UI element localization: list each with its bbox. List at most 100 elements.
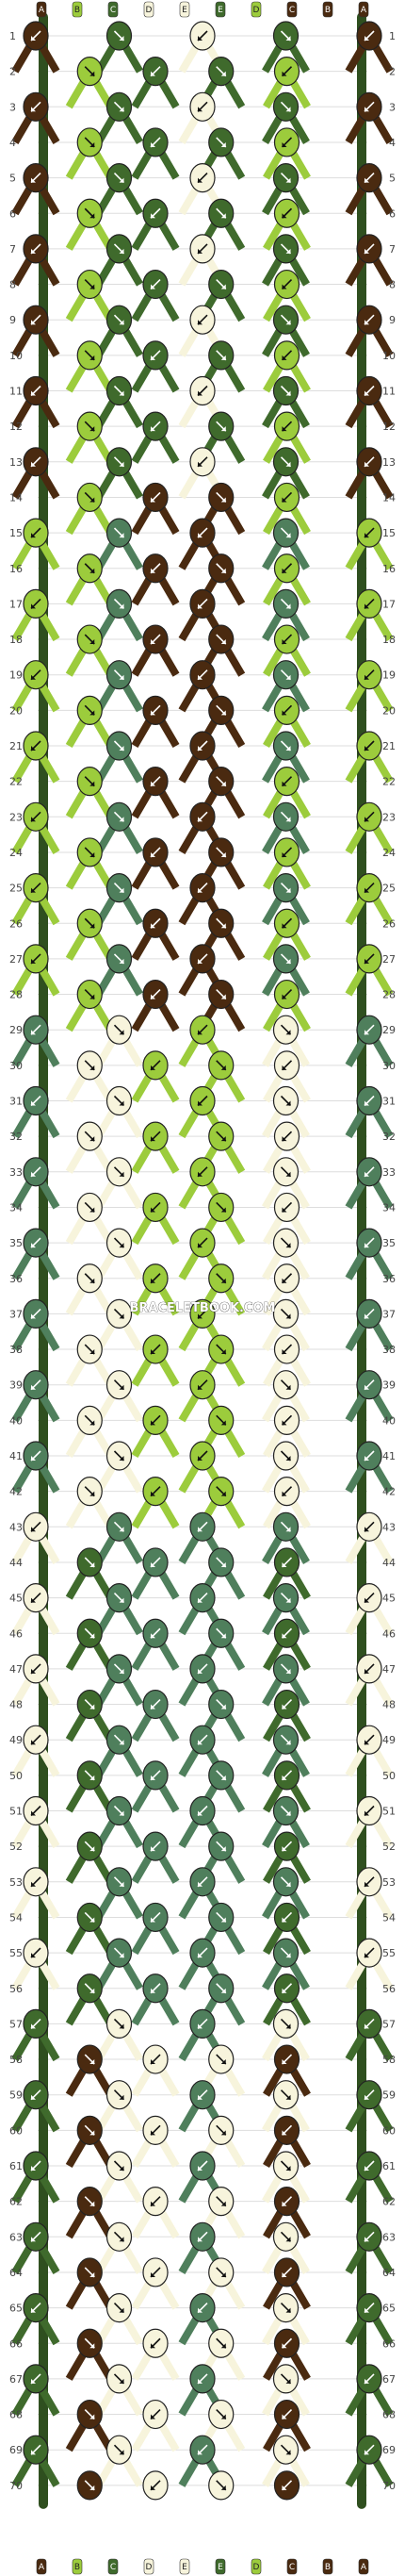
arrow-head-icon bbox=[119, 1881, 124, 1887]
arrow-head-icon bbox=[285, 1527, 291, 1532]
arrow-head-icon bbox=[220, 1633, 226, 1639]
knot bbox=[142, 908, 169, 938]
knot bbox=[272, 801, 300, 832]
row-number-left: 39 bbox=[9, 1379, 23, 1392]
knot bbox=[142, 1334, 169, 1364]
arrow-head-icon bbox=[220, 1349, 226, 1355]
knot bbox=[76, 1477, 103, 1507]
arrow-head-icon bbox=[198, 674, 202, 680]
knot bbox=[142, 979, 169, 1010]
knot bbox=[272, 944, 300, 974]
column-label: D bbox=[146, 2563, 153, 2572]
arrow-head-icon bbox=[31, 1100, 36, 1106]
knot bbox=[105, 21, 133, 51]
arrow-head-icon bbox=[151, 1775, 155, 1780]
knot bbox=[142, 1618, 169, 1648]
knot bbox=[105, 1370, 133, 1400]
arrow-head-icon bbox=[220, 1917, 226, 1923]
arrow-head-icon bbox=[31, 746, 36, 751]
knot bbox=[356, 375, 382, 406]
knot bbox=[272, 1511, 300, 1542]
arrow-head-icon bbox=[151, 994, 155, 999]
knot bbox=[272, 1795, 300, 1826]
row-number-right: 6 bbox=[389, 207, 396, 220]
knot bbox=[105, 1725, 133, 1755]
column-swatch bbox=[179, 1, 190, 18]
knot bbox=[273, 2470, 300, 2501]
knot bbox=[105, 2008, 133, 2039]
knot bbox=[208, 1477, 235, 1507]
arrow-head-icon bbox=[31, 177, 36, 183]
knot bbox=[208, 1760, 235, 1791]
knot bbox=[273, 1405, 300, 1435]
arrow-head-icon bbox=[198, 320, 202, 325]
knot bbox=[356, 2435, 382, 2465]
knot bbox=[208, 1334, 235, 1364]
arrow-head-icon bbox=[89, 1491, 95, 1496]
row-number-right: 48 bbox=[382, 1699, 396, 1711]
knot bbox=[105, 2364, 133, 2394]
knot bbox=[23, 2364, 49, 2394]
arrow-head-icon bbox=[151, 710, 155, 716]
arrow-head-icon bbox=[282, 1136, 287, 1142]
arrow-head-icon bbox=[89, 1349, 95, 1355]
knot bbox=[142, 2470, 169, 2501]
knot bbox=[356, 1867, 382, 1897]
row-number-left: 6 bbox=[9, 207, 16, 220]
arrow-head-icon bbox=[282, 2201, 287, 2206]
arrow-head-icon bbox=[364, 533, 369, 538]
knot bbox=[23, 944, 49, 974]
arrow-head-icon bbox=[220, 568, 226, 573]
row-number-right: 8 bbox=[389, 279, 396, 291]
arrow-head-icon bbox=[220, 2271, 226, 2277]
row-number-left: 65 bbox=[9, 2303, 23, 2315]
arrow-head-icon bbox=[89, 1917, 95, 1923]
knot bbox=[23, 1511, 49, 1542]
arrow-head-icon bbox=[119, 603, 124, 609]
row-number-left: 52 bbox=[9, 1841, 23, 1853]
row-number-right: 15 bbox=[382, 527, 396, 539]
knot bbox=[272, 1725, 300, 1755]
arrow-head-icon bbox=[282, 426, 287, 432]
arrow-head-icon bbox=[89, 284, 95, 289]
row-numbers-left: 1234567891011121314151617181920212223242… bbox=[9, 30, 23, 2492]
arrow-head-icon bbox=[31, 390, 36, 396]
arrow-head-icon bbox=[119, 248, 124, 254]
row-number-right: 58 bbox=[382, 2054, 396, 2066]
arrow-head-icon bbox=[364, 36, 369, 41]
arrow-head-icon bbox=[198, 107, 202, 112]
arrow-head-icon bbox=[151, 2201, 155, 2206]
row-number-right: 13 bbox=[382, 456, 396, 469]
row-number-right: 56 bbox=[382, 1983, 396, 1995]
knot bbox=[208, 1618, 235, 1648]
row-number-right: 40 bbox=[382, 1414, 396, 1427]
knot bbox=[105, 1015, 133, 1045]
arrow-head-icon bbox=[282, 1349, 287, 1355]
arrow-head-icon bbox=[89, 2130, 95, 2136]
row-number-left: 51 bbox=[9, 1806, 23, 1818]
column-swatch bbox=[215, 2558, 226, 2575]
arrow-head-icon bbox=[89, 213, 95, 219]
arrow-head-icon bbox=[285, 746, 291, 751]
knot bbox=[208, 1050, 235, 1081]
knot bbox=[23, 2435, 49, 2465]
row-number-right: 69 bbox=[382, 2444, 396, 2456]
arrow-head-icon bbox=[364, 1527, 369, 1532]
knot bbox=[208, 837, 235, 867]
arrow-head-icon bbox=[364, 1313, 369, 1319]
arrow-head-icon bbox=[89, 1561, 95, 1567]
knot bbox=[76, 1689, 103, 1720]
arrow-head-icon bbox=[282, 1988, 287, 1993]
row-number-right: 25 bbox=[382, 883, 396, 895]
knot bbox=[189, 375, 216, 406]
arrow-head-icon bbox=[119, 1313, 124, 1319]
arrow-head-icon bbox=[285, 817, 291, 822]
knot bbox=[273, 2115, 300, 2145]
knot bbox=[208, 2328, 235, 2358]
knot bbox=[208, 1121, 235, 1151]
row-number-left: 38 bbox=[9, 1344, 23, 1356]
arrow-head-icon bbox=[151, 1917, 155, 1923]
knot bbox=[23, 1085, 49, 1116]
arrow-head-icon bbox=[220, 1846, 226, 1852]
